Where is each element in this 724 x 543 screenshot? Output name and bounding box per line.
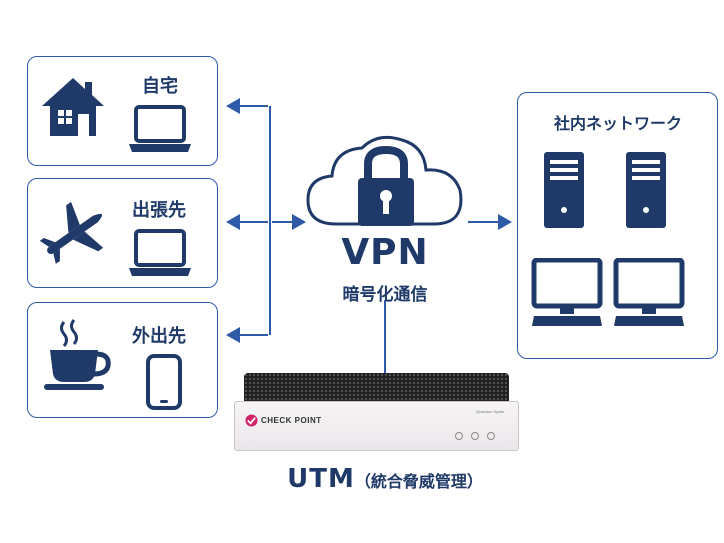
utm-brand: CHECK POINT <box>261 416 322 425</box>
cloud-lock-icon <box>306 135 463 226</box>
utm-device-front: CHECK POINT Quantum Spark <box>234 401 519 451</box>
checkpoint-logo-icon <box>245 414 258 427</box>
server-icon <box>544 152 584 228</box>
utm-device-vent <box>244 373 509 403</box>
location-label-business: 出張先 <box>132 200 186 221</box>
laptop-icon <box>129 105 191 152</box>
status-led-icon <box>455 432 463 440</box>
smartphone-icon <box>146 354 182 410</box>
desktop-icon <box>613 258 685 326</box>
desktop-icon <box>531 258 603 326</box>
airplane-icon <box>39 201 104 264</box>
globe-led-icon <box>471 432 479 440</box>
vpn-title: VPN <box>341 232 429 273</box>
utm-title: UTM <box>287 464 355 494</box>
vpn-subtitle: 暗号化通信 <box>342 285 428 305</box>
utm-model: Quantum Spark <box>475 409 504 414</box>
server-icon <box>626 152 666 228</box>
house-icon <box>42 78 104 136</box>
internal-network-label: 社内ネットワーク <box>553 114 682 133</box>
utm-label: UTM（統合脅威管理） <box>250 464 520 494</box>
laptop-icon <box>129 229 191 276</box>
power-led-icon <box>487 432 495 440</box>
utm-device: CHECK POINT Quantum Spark <box>234 373 519 453</box>
location-label-home: 自宅 <box>142 76 178 97</box>
utm-subtitle: （統合脅威管理） <box>354 472 483 491</box>
location-label-outside: 外出先 <box>132 326 186 347</box>
coffee-cup-icon <box>44 319 111 390</box>
